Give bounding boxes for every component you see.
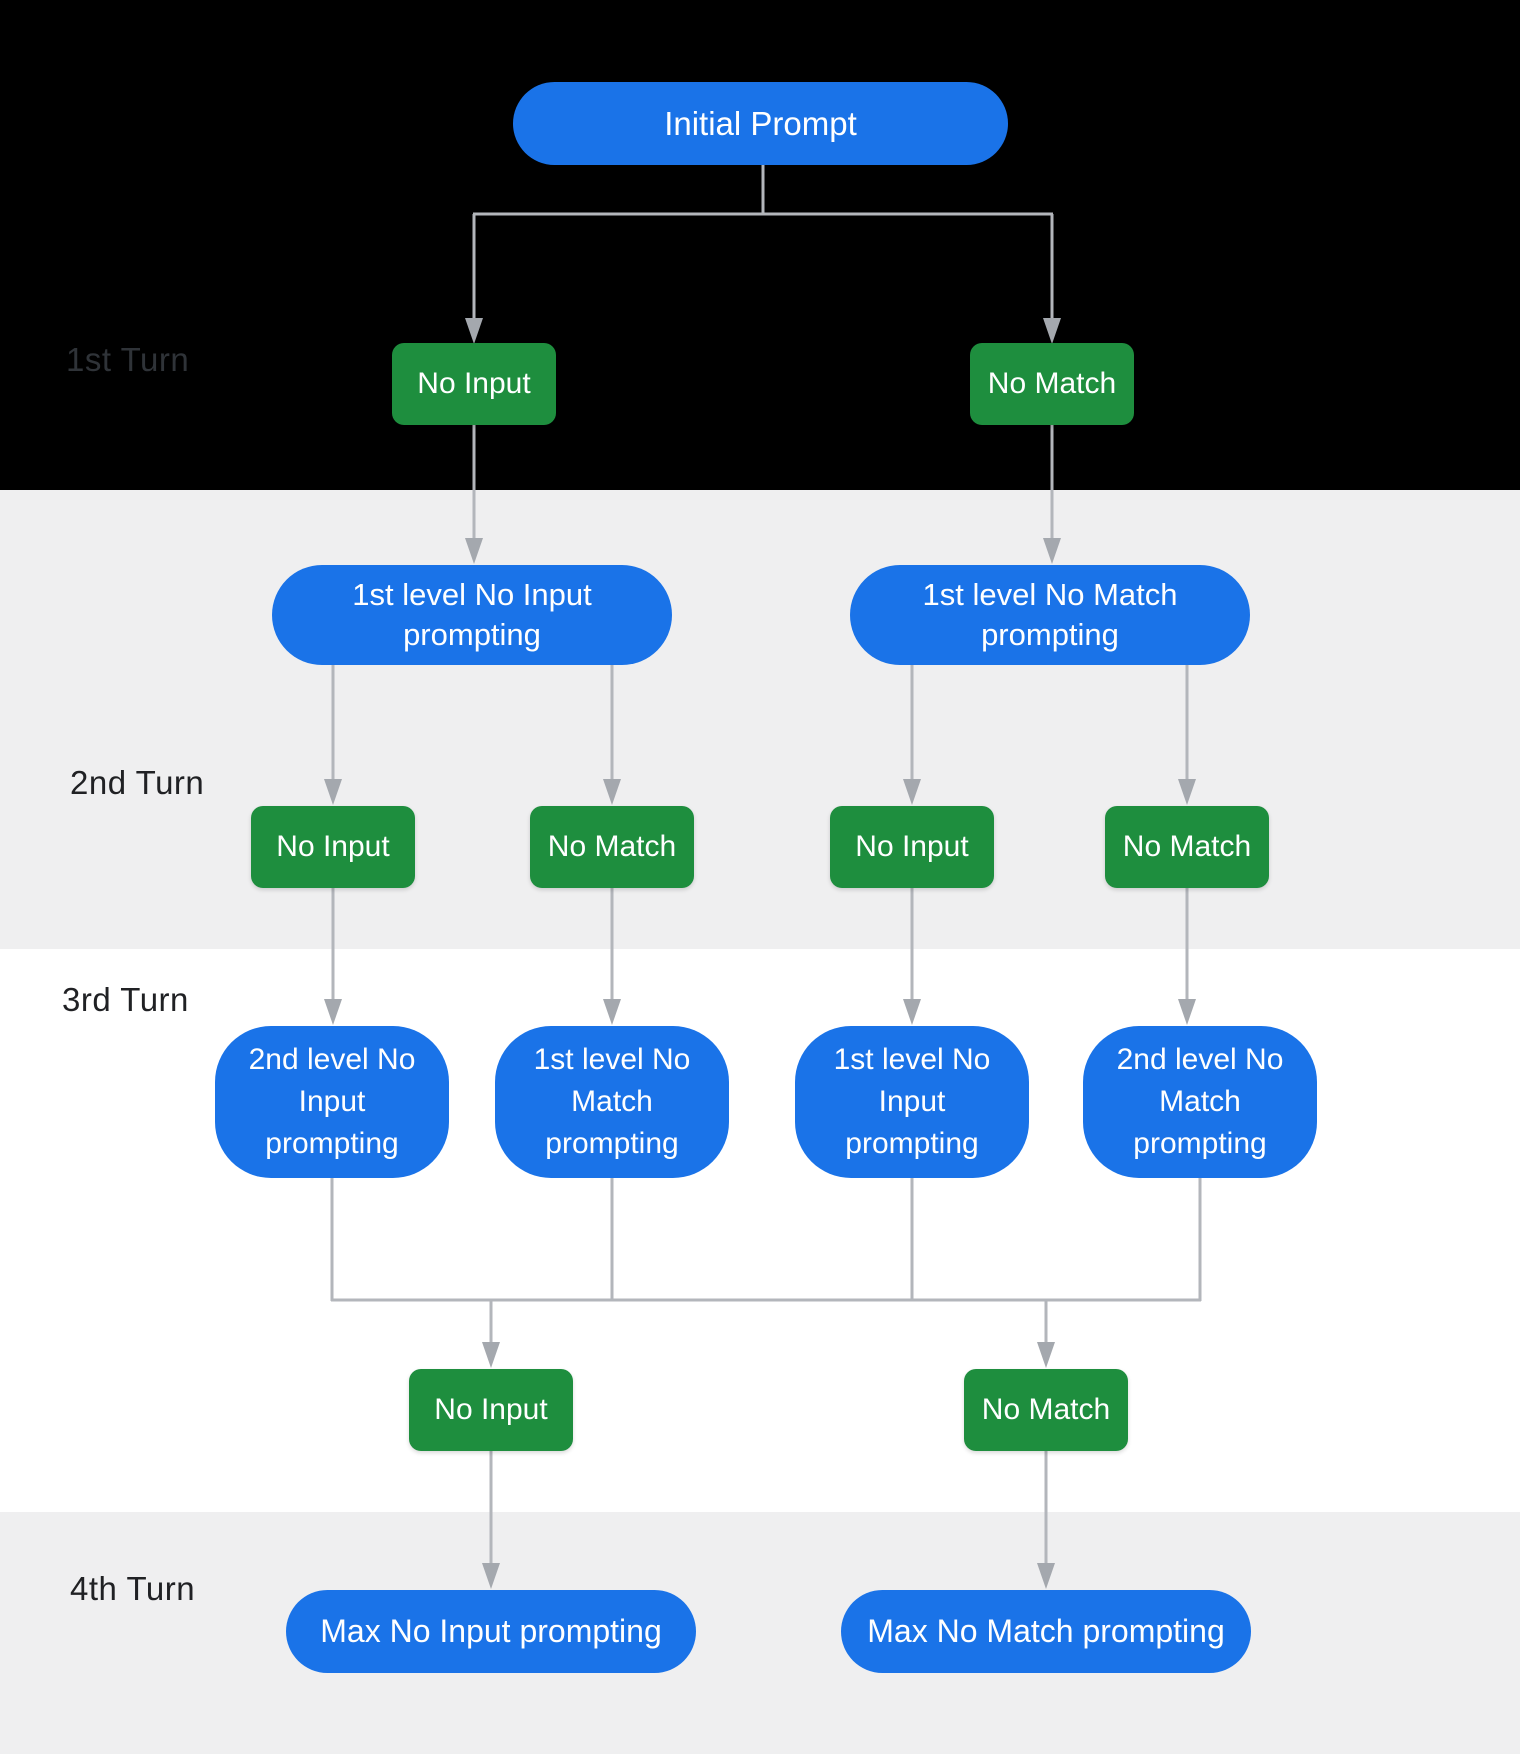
node-max-no-match-prompting: Max No Match prompting	[841, 1590, 1251, 1673]
node-turn3-no-match: No Match	[964, 1369, 1128, 1451]
node-turn2-no-match-left: No Match	[530, 806, 694, 888]
turn-label-4: 4th Turn	[70, 1570, 196, 1607]
node-2nd-level-no-match-prompting: 2nd level No Match prompting	[1083, 1026, 1317, 1178]
node-2nd-level-no-input-prompting: 2nd level No Input prompting	[215, 1026, 449, 1178]
turn-label-1: 1st Turn	[66, 341, 190, 378]
turn-label-2: 2nd Turn	[70, 764, 205, 801]
node-1st-level-no-input-prompting-2: 1st level No Input prompting	[795, 1026, 1029, 1178]
node-initial-prompt: Initial Prompt	[513, 82, 1008, 165]
node-turn1-no-input: No Input	[392, 343, 556, 425]
node-1st-level-no-match-prompting: 1st level No Match prompting	[850, 565, 1250, 665]
node-turn1-no-match: No Match	[970, 343, 1134, 425]
turn-label-3: 3rd Turn	[62, 981, 189, 1018]
node-turn2-no-input-left: No Input	[251, 806, 415, 888]
node-turn3-no-input: No Input	[409, 1369, 573, 1451]
band-turn1-black	[0, 0, 1520, 490]
node-turn2-no-input-right: No Input	[830, 806, 994, 888]
node-turn2-no-match-right: No Match	[1105, 806, 1269, 888]
node-1st-level-no-match-prompting-2: 1st level No Match prompting	[495, 1026, 729, 1178]
node-1st-level-no-input-prompting: 1st level No Input prompting	[272, 565, 672, 665]
node-max-no-input-prompting: Max No Input prompting	[286, 1590, 696, 1673]
band-turn4-gray	[0, 1512, 1520, 1754]
